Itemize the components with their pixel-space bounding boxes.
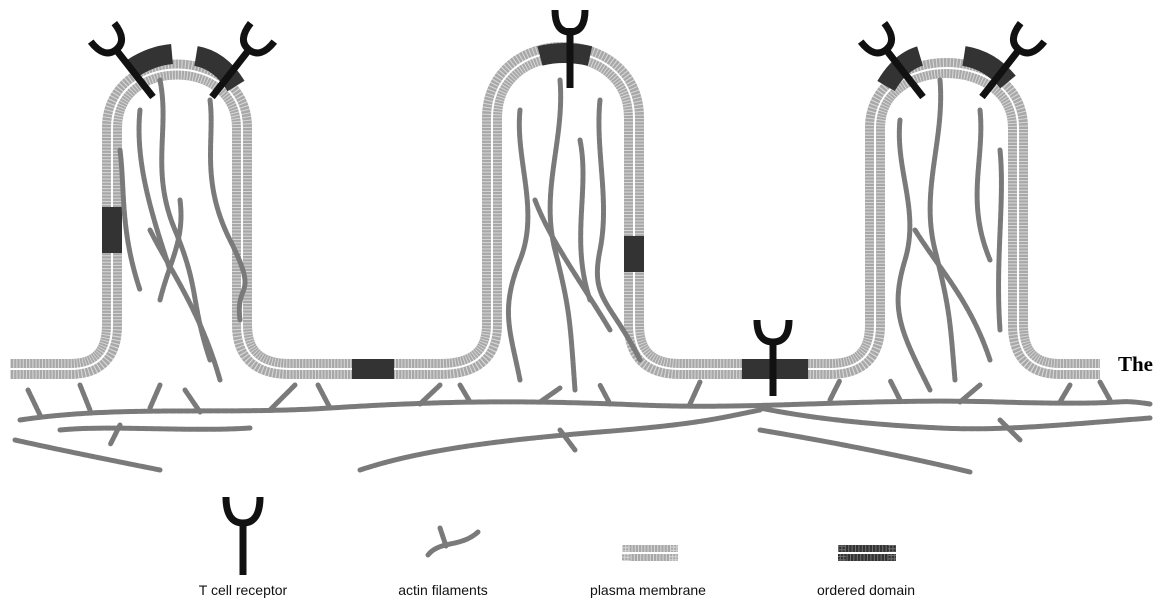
- actin-filament: [898, 120, 930, 390]
- membrane-texture: [10, 52, 1100, 369]
- legend-receptor-icon: [226, 497, 260, 575]
- actin-filaments: [15, 80, 1150, 472]
- legend-label-actin: actin filaments: [398, 582, 487, 598]
- actin-branch: [80, 385, 90, 410]
- ordered-domain: [352, 359, 394, 379]
- legend-label-receptor: T cell receptor: [199, 582, 288, 598]
- ordered-domain: [624, 236, 644, 272]
- actin-filament: [760, 408, 1150, 429]
- legend-actin-icon: [428, 528, 478, 555]
- legend: T cell receptor actin filaments plasma m…: [199, 497, 915, 598]
- actin-filament: [60, 428, 250, 430]
- plasma-membrane: [10, 52, 1100, 369]
- actin-filament: [760, 430, 970, 472]
- actin-filament: [508, 110, 527, 380]
- actin-filament: [20, 401, 1150, 420]
- actin-filament: [580, 140, 590, 300]
- actin-filament: [120, 150, 140, 290]
- actin-branch: [270, 385, 295, 410]
- actin-branch: [460, 385, 470, 402]
- legend-membrane-icon: [622, 545, 678, 561]
- membrane-bilayer-gap: [10, 52, 1100, 369]
- actin-filament: [160, 80, 210, 360]
- legend-label-membrane: plasma membrane: [590, 582, 706, 598]
- t-cell-receptor: [757, 320, 789, 396]
- actin-filament: [15, 440, 160, 470]
- actin-branch: [690, 382, 700, 404]
- legend-label-ordered: ordered domain: [817, 582, 915, 598]
- legend-ordered-icon: [838, 545, 896, 561]
- actin-branch: [28, 390, 40, 415]
- actin-branch: [890, 380, 900, 400]
- actin-branch: [830, 380, 840, 400]
- ordered-domain: [540, 53, 590, 56]
- actin-branch: [1100, 382, 1110, 400]
- caption-fragment: The: [1118, 352, 1153, 377]
- actin-branch: [318, 385, 330, 408]
- ordered-domain: [102, 207, 122, 253]
- actin-filament: [999, 150, 1002, 330]
- actin-filament: [360, 410, 760, 470]
- actin-branch: [1060, 385, 1070, 402]
- actin-filament: [977, 110, 990, 260]
- actin-branch: [150, 385, 160, 408]
- actin-filament: [930, 80, 955, 380]
